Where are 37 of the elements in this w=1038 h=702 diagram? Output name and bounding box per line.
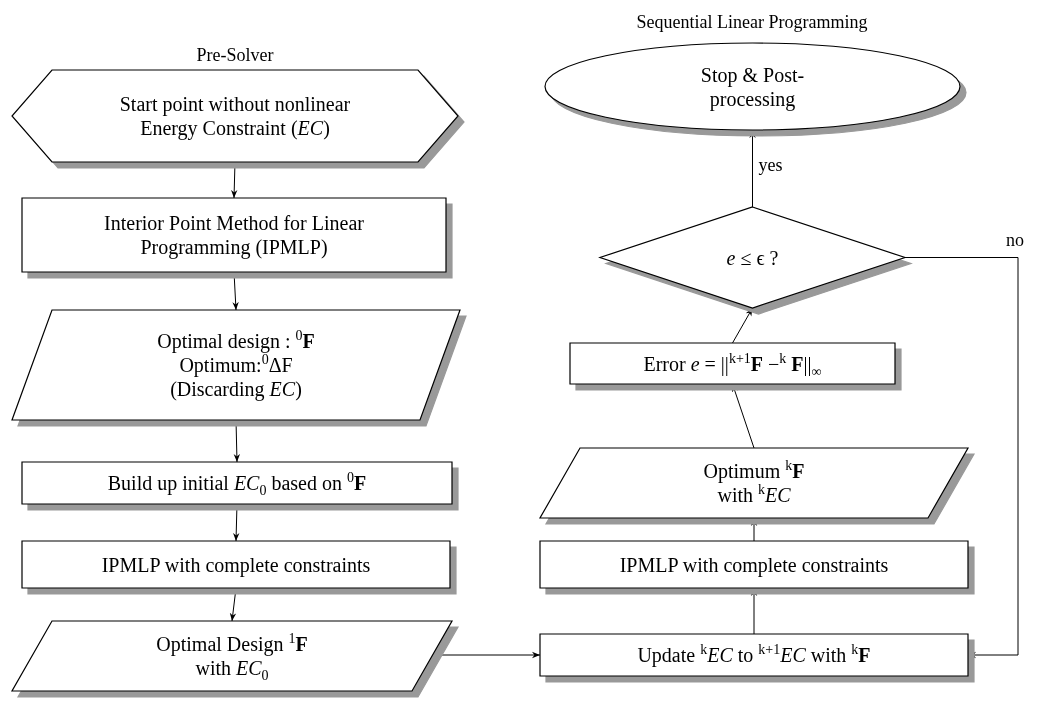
process-box — [22, 198, 446, 272]
node-text: Update $^{k}$EC to $^{k+1}$EC with $^{k}$F — [637, 643, 871, 667]
terminal-ellipse — [545, 43, 960, 130]
process-box — [570, 343, 895, 384]
arrow — [732, 307, 753, 344]
process-box — [540, 541, 968, 588]
arrow — [233, 503, 240, 542]
node-text: Optimum $^{k}$F with $^{k}$EC — [702, 459, 806, 507]
arrow — [231, 161, 238, 199]
arrow — [732, 383, 755, 449]
arrow — [750, 587, 758, 635]
node-text: Optimal Design $^{1}$F with EC$_{0}$ — [155, 632, 309, 680]
process-box — [22, 462, 452, 504]
data-parallelogram — [540, 448, 968, 518]
data-parallelogram — [12, 310, 460, 420]
data-parallelogram — [12, 621, 452, 691]
node-text: IPMLP with complete constraints — [101, 552, 371, 577]
arrow — [749, 129, 756, 208]
process-box — [540, 634, 968, 676]
node-text: Interior Point Method for Linear Programming (IPMLP) — [104, 211, 364, 259]
arrow — [904, 257, 1019, 659]
node-text: Error e = ||$^{k+1}$F −$^{k}$ F||$_{∞}$ — [643, 351, 822, 376]
start-hexagon — [12, 70, 458, 162]
arrow — [229, 587, 237, 622]
arrow — [233, 419, 240, 463]
column-heading: Sequential Linear Programming — [636, 12, 868, 33]
node-text: Stop & Post-processing — [699, 62, 806, 111]
process-box — [22, 541, 450, 588]
arrow — [750, 517, 758, 542]
node-text: Start point without nonlinear Energy Constraint (EC) — [118, 92, 352, 140]
column-heading: Pre-Solver — [196, 45, 274, 66]
decision-diamond — [600, 207, 905, 308]
node-text: Optimal design : $^{0}$F Optimum:$^{0}$ΔF (Discarding EC) — [156, 329, 316, 401]
node-text: e ≤ ϵ ? — [726, 245, 779, 270]
node-text: Build up initial EC$_{0}$ based on $^{0}$F — [107, 471, 367, 495]
node-text: IPMLP with complete constraints — [619, 552, 889, 577]
arrow — [232, 271, 239, 311]
